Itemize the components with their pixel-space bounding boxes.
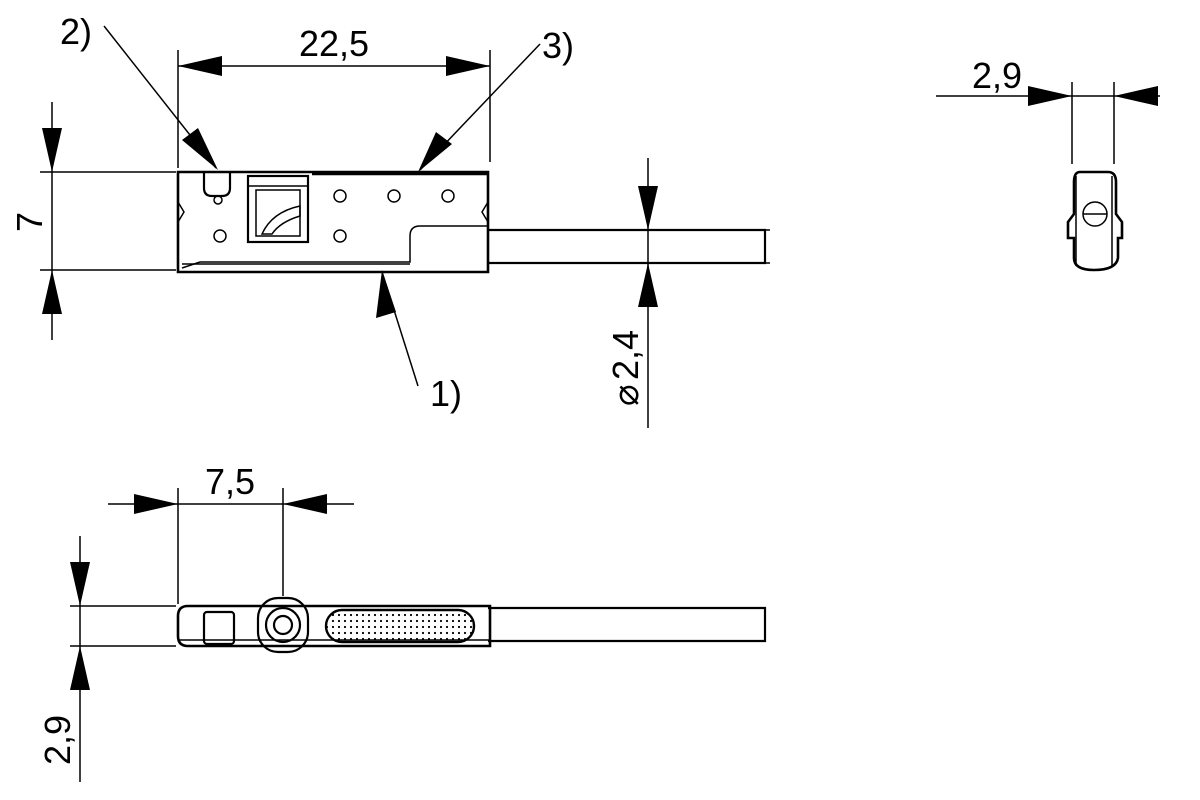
plan-cable (488, 606, 767, 643)
dimension-length (177, 50, 491, 168)
dimension-length-label: 22,5 (299, 23, 369, 64)
plan-pad (202, 610, 236, 646)
plan-body (176, 604, 492, 648)
end-view (936, 82, 1160, 272)
sensor-body (176, 170, 490, 274)
dimension-height (40, 102, 176, 340)
dimension-height-label: 7 (9, 212, 50, 232)
dimension-cable-diameter-label: ⌀ 2,4 (605, 330, 646, 406)
callout-1-label: 1) (430, 373, 462, 414)
plan-offset-label: 7,5 (205, 461, 255, 502)
callout-3-label: 3) (542, 25, 574, 66)
callout-2-label: 2) (60, 11, 92, 52)
plan-thickness-label: 2,9 (37, 715, 78, 765)
callout-3-leader (418, 43, 541, 172)
callout-2-leader (103, 25, 218, 170)
callout-1-leader (376, 270, 419, 387)
diameter-value: 2,4 (605, 330, 646, 380)
dimension-cable-diameter (638, 158, 770, 428)
cable (488, 228, 767, 265)
side-view: 22,5 7 ⌀ 2,4 1) (9, 11, 770, 428)
end-view-width-label: 2,9 (972, 55, 1022, 96)
diameter-symbol: ⌀ (605, 384, 646, 406)
plan-grip (324, 608, 476, 644)
plan-view (70, 488, 767, 782)
plan-screw (256, 596, 310, 654)
